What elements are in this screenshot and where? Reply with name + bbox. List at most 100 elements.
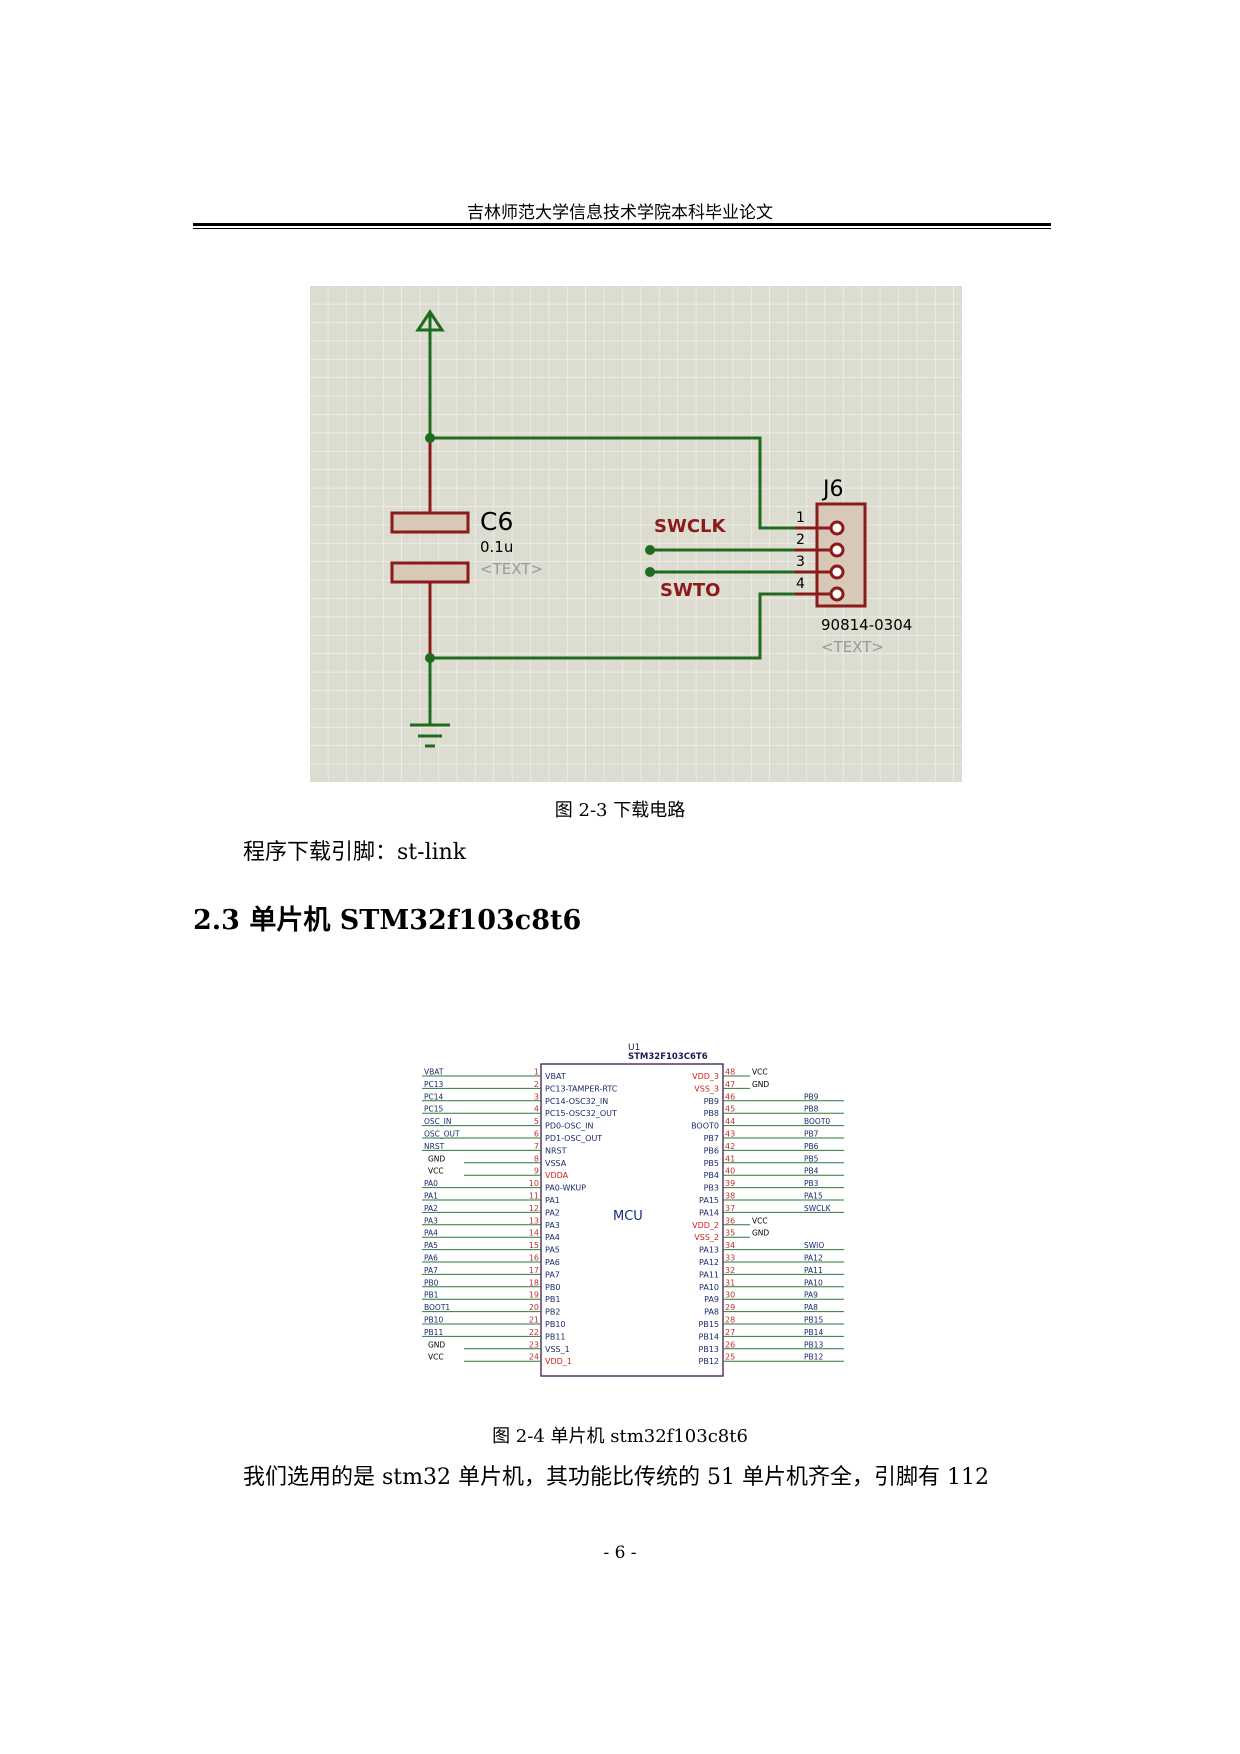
mcu-pin-number: 6 xyxy=(534,1130,539,1139)
mcu-net-label: PB7 xyxy=(804,1130,819,1139)
mcu-net-label: PA12 xyxy=(804,1254,823,1263)
mcu-pin-name: VDD_2 xyxy=(692,1221,719,1230)
mcu-net-label: PA8 xyxy=(804,1303,818,1312)
mcu-net-label: VCC xyxy=(428,1167,444,1176)
mcu-pin-name: PC15-OSC32_OUT xyxy=(545,1109,617,1118)
mcu-pin-number: 11 xyxy=(529,1192,539,1201)
net-label-swto: SWTO xyxy=(660,580,720,601)
connector-text-placeholder: <TEXT> xyxy=(821,638,884,656)
mcu-pin-number: 24 xyxy=(529,1353,539,1362)
mcu-pin-number: 34 xyxy=(725,1241,735,1250)
mcu-pin-number: 47 xyxy=(725,1080,735,1089)
mcu-net-label: PA9 xyxy=(804,1291,818,1300)
page-number: - 6 - xyxy=(603,1543,637,1563)
mcu-net-label: PB4 xyxy=(804,1167,819,1176)
mcu-pin-name: PB13 xyxy=(699,1345,720,1354)
mcu-pin-number: 8 xyxy=(534,1154,539,1163)
mcu-net-label: OSC_OUT xyxy=(424,1130,460,1139)
mcu-pin-name: PB10 xyxy=(545,1320,566,1329)
mcu-pin-name: PB3 xyxy=(704,1184,719,1193)
figure-2-4-caption: 图 2-4 单片机 stm32f103c8t6 xyxy=(492,1426,748,1447)
mcu-pin-name: PA10 xyxy=(699,1283,719,1292)
mcu-pin-name: PA2 xyxy=(545,1208,560,1217)
mcu-pin-number: 32 xyxy=(725,1266,735,1275)
mcu-part: STM32F103C6T6 xyxy=(628,1052,708,1062)
mcu-net-label: PB5 xyxy=(804,1154,819,1163)
mcu-pin-name: PA5 xyxy=(545,1246,560,1255)
mcu-pin-name: VSS_2 xyxy=(694,1233,719,1242)
mcu-pin-name: VSS_1 xyxy=(545,1345,570,1354)
wires xyxy=(428,436,795,711)
mcu-pin-name: PA12 xyxy=(699,1258,719,1267)
mcu-net-label: PB8 xyxy=(804,1105,819,1114)
mcu-pin-name: PA14 xyxy=(699,1208,719,1217)
mcu-net-label: PB12 xyxy=(804,1353,823,1362)
capacitor-value: 0.1u xyxy=(480,538,513,556)
mcu-net-label: PA11 xyxy=(804,1266,823,1275)
mcu-pin-name: PD1-OSC_OUT xyxy=(545,1134,602,1143)
mcu-pin-name: PB14 xyxy=(699,1332,720,1341)
connector-pin-2: 2 xyxy=(796,532,805,548)
mcu-pin-name: PA1 xyxy=(545,1196,560,1205)
mcu-pin-number: 14 xyxy=(529,1229,539,1238)
mcu-pin-number: 9 xyxy=(534,1167,539,1176)
mcu-ref: U1 xyxy=(628,1043,640,1053)
mcu-pin-name: NRST xyxy=(545,1146,567,1155)
mcu-net-label: PB10 xyxy=(424,1316,443,1325)
mcu-pin-name: PB5 xyxy=(704,1159,719,1168)
header-rule-thick xyxy=(193,223,1051,226)
mcu-net-label: PA15 xyxy=(804,1192,823,1201)
mcu-pin-number: 23 xyxy=(529,1340,539,1349)
connector-part: 90814-0304 xyxy=(821,616,912,634)
mcu-pin-name: PB0 xyxy=(545,1283,560,1292)
mcu-pin-name: VDD_3 xyxy=(692,1072,719,1081)
mcu-net-label: BOOT0 xyxy=(804,1117,830,1126)
connector-pin-4: 4 xyxy=(796,576,805,592)
mcu-pin-name: PA13 xyxy=(699,1246,719,1255)
mcu-pin-name: PA4 xyxy=(545,1233,560,1242)
mcu-net-label: GND xyxy=(752,1229,769,1238)
capacitor-text-placeholder: <TEXT> xyxy=(480,560,543,578)
mcu-pin-number: 15 xyxy=(529,1241,539,1250)
mcu-net-label: PA0 xyxy=(424,1179,438,1188)
mcu-net-label: PC15 xyxy=(424,1105,444,1114)
mcu-net-label: VCC xyxy=(752,1068,768,1077)
mcu-pin-number: 7 xyxy=(534,1142,539,1151)
mcu-net-label: PA2 xyxy=(424,1204,438,1213)
mcu-pin-number: 30 xyxy=(725,1291,735,1300)
mcu-pin-number: 21 xyxy=(529,1316,539,1325)
mcu-pin-name: PC13-TAMPER-RTC xyxy=(545,1084,618,1093)
mcu-net-label: PB15 xyxy=(804,1316,823,1325)
mcu-pin-number: 4 xyxy=(534,1105,539,1114)
mcu-net-label: PB13 xyxy=(804,1340,823,1349)
mcu-pin-number: 19 xyxy=(529,1291,539,1300)
mcu-net-label: PA7 xyxy=(424,1266,438,1275)
mcu-pin-number: 28 xyxy=(725,1316,735,1325)
mcu-net-label: PA5 xyxy=(424,1241,438,1250)
mcu-center-label: MCU xyxy=(613,1209,643,1224)
mcu-net-label: PA3 xyxy=(424,1216,438,1225)
mcu-net-label: GND xyxy=(428,1154,445,1163)
mcu-pin-name: PA7 xyxy=(545,1270,560,1279)
mcu-net-label: PA1 xyxy=(424,1192,438,1201)
connector-pin-3: 3 xyxy=(796,554,805,570)
mcu-pin-name: PB4 xyxy=(704,1171,719,1180)
mcu-pin-name: PA15 xyxy=(699,1196,719,1205)
mcu-pin-name: PB8 xyxy=(704,1109,719,1118)
download-circuit-figure: C6 0.1u <TEXT> SWCLK SWTO J6 1 2 3 4 908… xyxy=(310,286,962,782)
mcu-pin-name: PB9 xyxy=(704,1097,719,1106)
mcu-pin-number: 37 xyxy=(725,1204,735,1213)
mcu-net-label: PA4 xyxy=(424,1229,438,1238)
mcu-pin-number: 40 xyxy=(725,1167,735,1176)
mcu-pin-name: VBAT xyxy=(545,1072,566,1081)
mcu-pin-number: 10 xyxy=(529,1179,539,1188)
mcu-net-label: OSC_IN xyxy=(424,1117,451,1126)
mcu-pin-number: 45 xyxy=(725,1105,735,1114)
mcu-pin-name: PB15 xyxy=(699,1320,720,1329)
mcu-body xyxy=(540,1063,724,1377)
mcu-pin-name: PA8 xyxy=(704,1308,719,1317)
paragraph-download-pins: 程序下载引脚：st-link xyxy=(243,840,467,865)
